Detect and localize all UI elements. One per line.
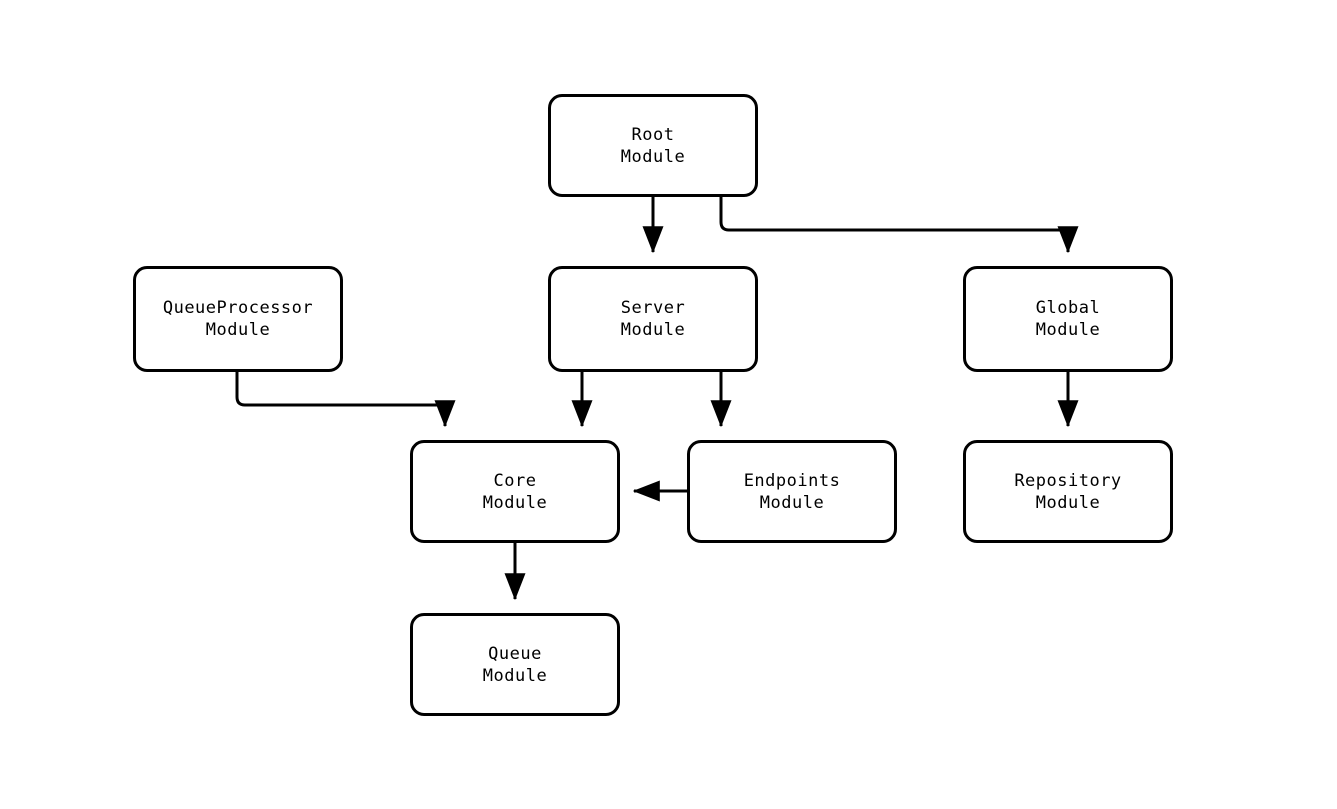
edge-root-global	[719, 197, 1079, 254]
node-root[interactable]: Root Module	[548, 94, 758, 197]
node-global[interactable]: Global Module	[963, 266, 1173, 372]
node-root-title: Root	[631, 124, 675, 145]
node-server[interactable]: Server Module	[548, 266, 758, 372]
node-core-subtitle: Module	[482, 492, 548, 513]
node-repository-subtitle: Module	[1035, 492, 1101, 513]
node-endpoints-subtitle: Module	[759, 492, 825, 513]
node-queue-title: Queue	[488, 643, 542, 664]
edge-queueprocessor-core	[235, 372, 456, 428]
node-repository[interactable]: Repository Module	[963, 440, 1173, 543]
node-queue-subtitle: Module	[482, 665, 548, 686]
node-root-subtitle: Module	[620, 146, 686, 167]
node-core-title: Core	[493, 470, 537, 491]
node-queueprocessor-title: QueueProcessor	[162, 298, 314, 318]
node-repository-title: Repository	[1014, 470, 1122, 491]
node-core[interactable]: Core Module	[410, 440, 620, 543]
node-endpoints-title: Endpoints	[743, 470, 841, 491]
node-endpoints[interactable]: Endpoints Module	[687, 440, 897, 543]
node-server-subtitle: Module	[620, 320, 686, 340]
node-global-subtitle: Module	[1035, 320, 1101, 340]
node-queue[interactable]: Queue Module	[410, 613, 620, 716]
node-global-title: Global	[1035, 298, 1101, 318]
node-queueprocessor[interactable]: QueueProcessor Module	[133, 266, 343, 372]
node-server-title: Server	[620, 298, 686, 318]
node-queueprocessor-subtitle: Module	[205, 320, 271, 340]
